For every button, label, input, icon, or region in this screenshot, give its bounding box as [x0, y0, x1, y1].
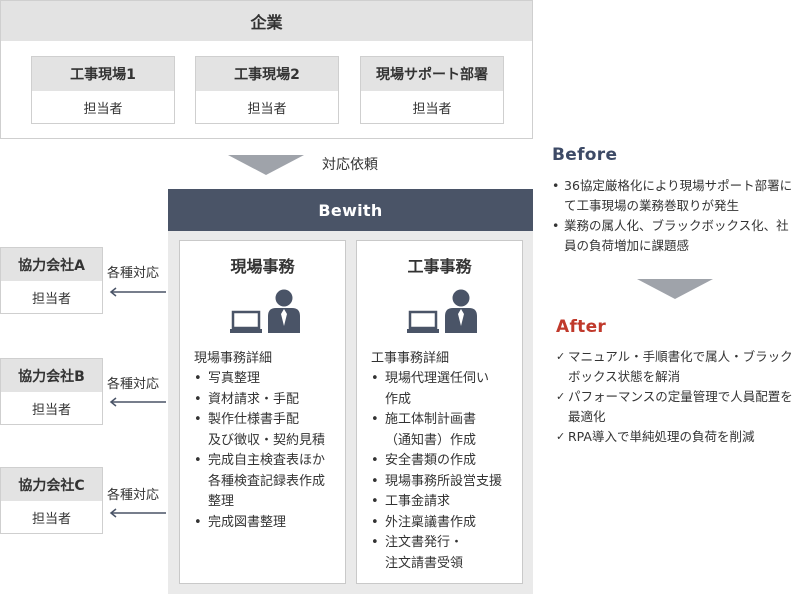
partner-title: 協力会社C — [1, 468, 102, 501]
partner-title: 協力会社B — [1, 359, 102, 392]
down-arrow-icon — [228, 155, 304, 175]
partner-label: 各種対応 — [107, 266, 160, 281]
site-title: 工事現場1 — [32, 57, 174, 91]
list-item: 資材請求・手配 — [194, 390, 325, 411]
list-item: 業務の属人化、ブラックボックス化、社員の負荷増加に課題感 — [552, 216, 800, 256]
list-item: 外注稟議書作成 — [371, 513, 502, 534]
list-item: 製作仕様書手配 及び徴収・契約見積 — [194, 410, 325, 451]
left-arrow-icon — [109, 397, 166, 407]
after-list: マニュアル・手順書化で属人・ブラックボックス状態を解消 パフォーマンスの定量管理… — [556, 347, 800, 447]
before-list: 36協定厳格化により現場サポート部署にて工事現場の業務巻取りが発生 業務の属人化… — [552, 176, 800, 256]
partner-box-a: 協力会社A 担当者 — [0, 247, 103, 314]
list-item: 現場事務所設営支援 — [371, 472, 502, 493]
list-item: 完成図書整理 — [194, 513, 325, 534]
panel-title: 現場事務 — [230, 257, 295, 276]
site-person: 担当者 — [247, 101, 287, 117]
list-item: 安全書類の作成 — [371, 451, 502, 472]
enterprise-box: 企業 工事現場1 担当者 工事現場2 担当者 現場サポート部署 担当者 — [0, 0, 533, 139]
site-person: 担当者 — [412, 101, 452, 117]
site-box-2: 工事現場2 担当者 — [195, 56, 339, 124]
site-title: 現場サポート部署 — [361, 57, 503, 91]
partner-label: 各種対応 — [107, 377, 160, 392]
after-title: After — [556, 317, 607, 337]
site-box-3: 現場サポート部署 担当者 — [360, 56, 504, 124]
worker-laptop-icon — [407, 289, 477, 333]
list-item: 注文書発行・ 注文請書受領 — [371, 533, 502, 574]
list-item: 施工体制計画書 （通知書）作成 — [371, 410, 502, 451]
construction-office-task-list: 現場代理選任伺い 作成 施工体制計画書 （通知書）作成 安全書類の作成 現場事務… — [371, 369, 502, 574]
down-arrow-icon — [637, 279, 713, 299]
site-box-1: 工事現場1 担当者 — [31, 56, 175, 124]
list-item: 36協定厳格化により現場サポート部署にて工事現場の業務巻取りが発生 — [552, 176, 800, 216]
partner-person: 担当者 — [31, 402, 71, 418]
left-arrow-icon — [109, 508, 166, 518]
partner-person: 担当者 — [31, 511, 71, 527]
partner-box-c: 協力会社C 担当者 — [0, 467, 103, 534]
enterprise-title: 企業 — [1, 1, 532, 41]
partner-title: 協力会社A — [1, 248, 102, 281]
bewith-title: Bewith — [168, 189, 533, 231]
list-item: RPA導入で単純処理の負荷を削減 — [556, 427, 800, 447]
site-person: 担当者 — [83, 101, 123, 117]
worker-laptop-icon — [230, 289, 300, 333]
left-arrow-icon — [109, 287, 166, 297]
list-item: パフォーマンスの定量管理で人員配置を最適化 — [556, 387, 800, 427]
site-office-task-list: 写真整理 資材請求・手配 製作仕様書手配 及び徴収・契約見積 完成自主検査表ほか… — [194, 369, 325, 533]
partner-person: 担当者 — [31, 291, 71, 307]
panel-site-office: 現場事務 現場事務詳細 写真整理 資材請求・手配 製作仕様書手配 及び徴収・契約… — [179, 240, 346, 584]
site-title: 工事現場2 — [196, 57, 338, 91]
list-item: 写真整理 — [194, 369, 325, 390]
panel-title: 工事事務 — [407, 257, 472, 276]
list-item: 完成自主検査表ほか 各種検査記録表作成 整理 — [194, 451, 325, 513]
panel-subtitle: 工事事務詳細 — [371, 351, 450, 366]
list-item: マニュアル・手順書化で属人・ブラックボックス状態を解消 — [556, 347, 800, 387]
list-item: 工事金請求 — [371, 492, 502, 513]
panel-construction-office: 工事事務 工事事務詳細 現場代理選任伺い 作成 施工体制計画書 （通知書）作成 … — [356, 240, 523, 584]
partner-box-b: 協力会社B 担当者 — [0, 358, 103, 425]
request-label: 対応依頼 — [322, 157, 378, 173]
list-item: 現場代理選任伺い 作成 — [371, 369, 502, 410]
partner-label: 各種対応 — [107, 488, 160, 503]
panel-subtitle: 現場事務詳細 — [194, 351, 273, 366]
before-title: Before — [552, 145, 618, 165]
